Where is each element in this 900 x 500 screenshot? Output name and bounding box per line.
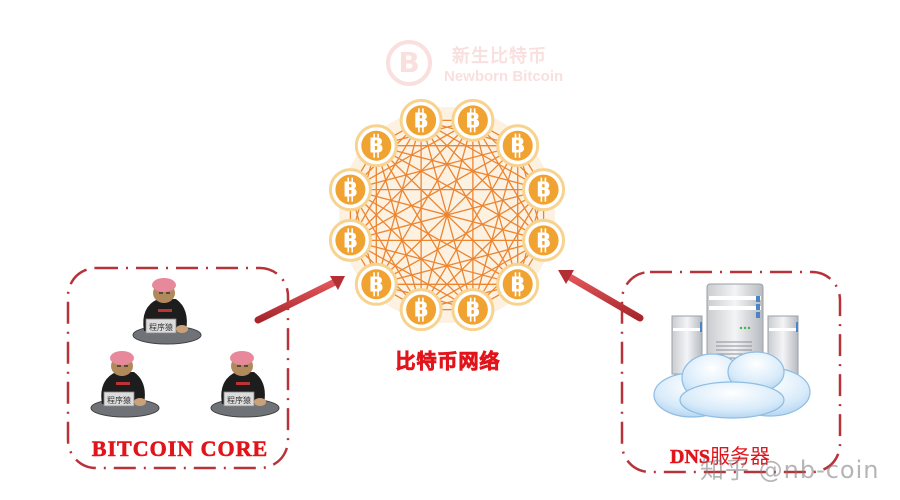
dns-group-border [620,270,842,474]
watermark-bitcoin-icon: B [386,40,432,86]
svg-text:B: B [465,298,480,322]
arrow-core-to-network [254,276,345,324]
svg-text:B: B [510,272,525,296]
dns-label-en: DNS [670,446,711,469]
bitcoin-node-icon: B [328,168,372,212]
bitcoin-node-icon: B [496,262,540,306]
bitcoin-node-icon: B [354,262,398,306]
svg-text:程序猿: 程序猿 [149,322,173,332]
bitcoin-node-icon: B [451,98,495,142]
svg-text:B: B [536,228,551,252]
watermark-logo: B 新生比特币 Newborn Bitcoin [380,38,580,94]
network-mesh-lines [349,119,545,311]
svg-text:B: B [343,178,358,202]
svg-text:B: B [369,272,384,296]
svg-text:程序猿: 程序猿 [107,395,131,405]
svg-text:B: B [413,108,428,132]
bitcoin-core-label: BITCOIN CORE [91,436,269,462]
dns-label-cn: 服务器 [710,446,771,468]
bitcoin-node-icon: B [496,124,540,168]
bitcoin-network-label: 比特币网络 [395,349,501,374]
credit-watermark: 知乎 @nb-coin [700,456,880,484]
svg-text:B: B [343,228,358,252]
developer-monkey-icon: 程序猿 [132,278,202,345]
svg-text:B: B [413,298,428,322]
developer-monkey-icon: 程序猿 [90,351,160,418]
bitcoin-node-icon: B [399,98,443,142]
developer-monkey-icon: 程序猿 [210,351,280,418]
watermark-title-cn: 新生比特币 [452,46,547,67]
svg-text:B: B [369,134,384,158]
arrow-dns-to-network [558,270,644,322]
svg-text:B: B [465,108,480,132]
bitcoin-node-icon: B [354,124,398,168]
svg-text:程序猿: 程序猿 [227,395,251,405]
dns-server-icon [653,283,811,419]
bitcoin-node-icon: B [328,218,372,262]
developer-monkeys: 程序猿程序猿程序猿 [90,278,280,418]
bitcoin-core-group-border [66,266,290,470]
svg-text:B: B [536,178,551,202]
bitcoin-node-icon: B [451,288,495,332]
watermark-title-en: Newborn Bitcoin [444,68,564,85]
dns-server-label: DNS服务器 [670,440,770,469]
bitcoin-node-icon: B [522,168,566,212]
bitcoin-node-icon: B [399,288,443,332]
svg-text:B: B [510,134,525,158]
bitcoin-node-icon: B [522,218,566,262]
